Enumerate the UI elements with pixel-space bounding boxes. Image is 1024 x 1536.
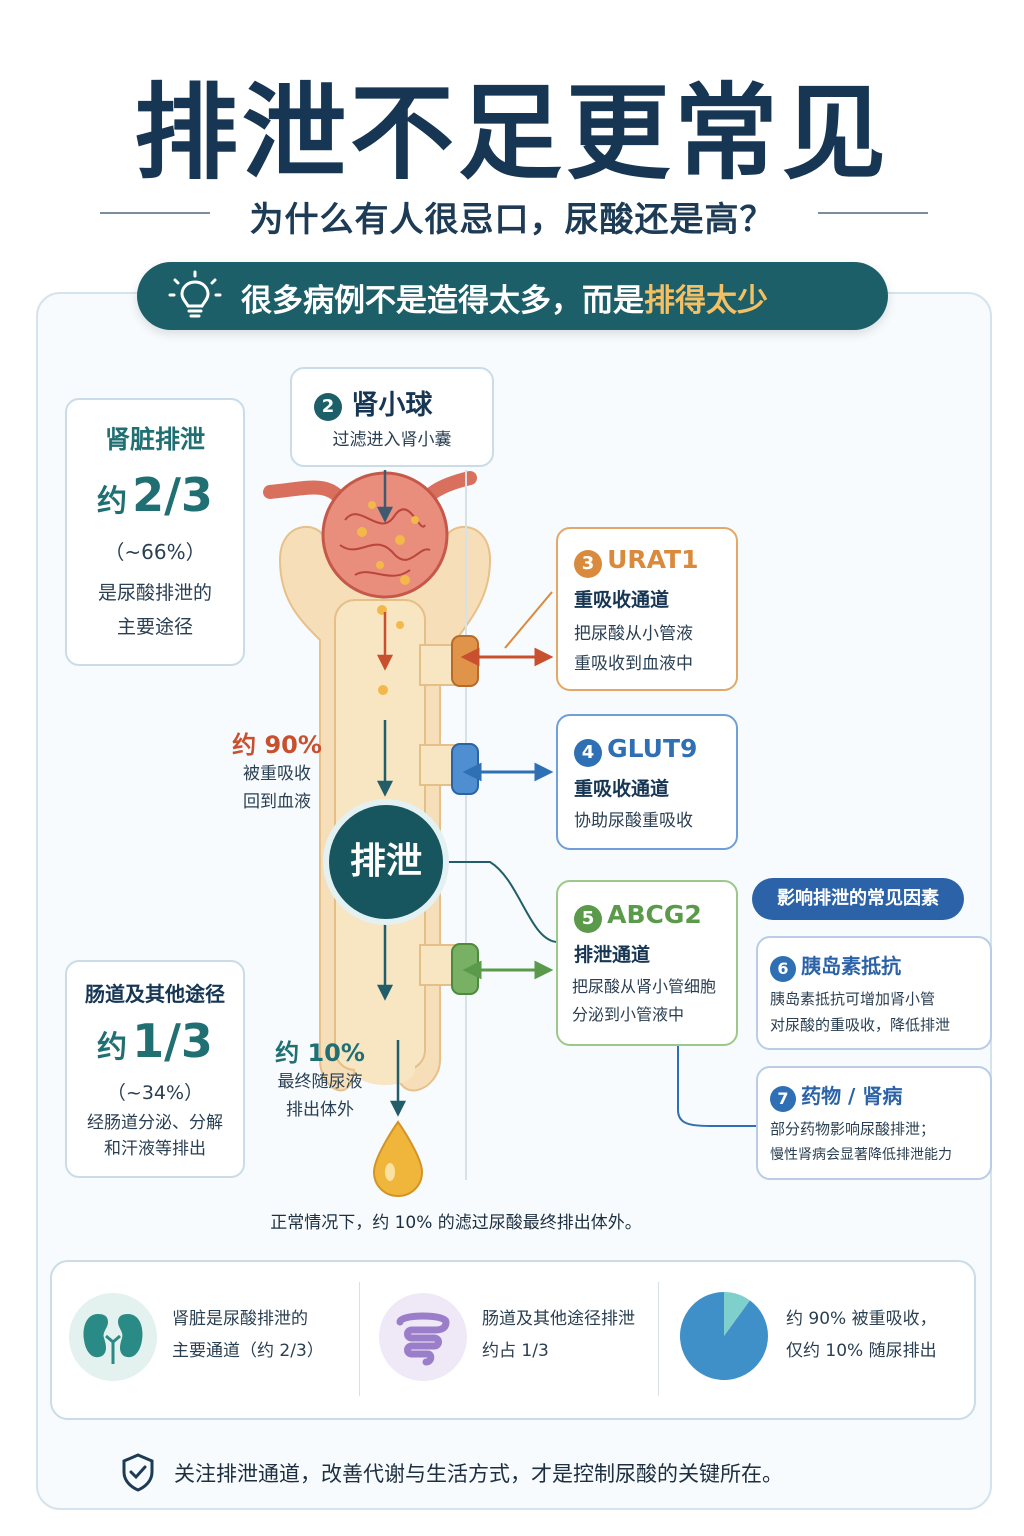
urine-drop-icon — [372, 1120, 424, 1198]
glut9-title: GLUT9 — [607, 734, 698, 763]
final-excretion-note: 约 10% 最终随尿液 排出体外 — [255, 1033, 385, 1124]
insulin-line1: 胰岛素抵抗可增加肾小管 — [770, 990, 936, 1008]
kidney-excretion-title: 肾脏排泄 — [104, 425, 205, 454]
gut-excretion-percent: （~34%） — [106, 1082, 204, 1104]
reabsorb-line1: 被重吸收 — [243, 764, 311, 784]
reabsorb-note: 约 90% 被重吸收 回到血液 — [212, 725, 342, 816]
approx-label: 约 — [97, 1030, 128, 1065]
insulin-line2: 对尿酸的重吸收，降低排泄 — [770, 1016, 951, 1034]
gut-excretion-value: 1/3 — [132, 1014, 213, 1068]
urat1-card: 3 URAT1 重吸收通道 把尿酸从小管液 重吸收到血液中 — [556, 527, 738, 691]
excretion-hub: 排泄 — [329, 805, 443, 919]
step-badge: 6 — [770, 955, 796, 982]
step-badge: 3 — [574, 549, 602, 578]
summary-3-line2: 仅约 10% 随尿排出 — [786, 1341, 937, 1361]
drugs-kidney-card: 7 药物 / 肾病 部分药物影响尿酸排泄； 慢性肾病会显著降低排泄能力 — [756, 1066, 992, 1180]
summary-1-line1: 肾脏是尿酸排泄的 — [172, 1309, 308, 1329]
gut-excretion-title: 肠道及其他途径 — [85, 982, 225, 1006]
summary-1-line2: 主要通道（约 2/3） — [172, 1341, 324, 1361]
kidney-excretion-line1: 是尿酸排泄的 — [97, 582, 212, 604]
gut-excretion-line1: 经肠道分泌、分解 — [87, 1113, 223, 1133]
approx-label: 约 — [97, 484, 128, 519]
abcg2-title: ABCG2 — [607, 900, 702, 929]
page-title: 排泄不足更常见 — [133, 72, 890, 194]
urat1-title: URAT1 — [607, 545, 699, 574]
abcg2-line2: 分泌到小管液中 — [572, 1005, 685, 1024]
urat1-line2: 重吸收到血液中 — [574, 654, 693, 674]
step-badge: 2 — [314, 392, 342, 421]
drugs-title: 药物 / 肾病 — [801, 1084, 903, 1108]
reabsorb-line2: 回到血液 — [243, 792, 311, 812]
summary-3-line1: 约 90% 被重吸收， — [786, 1309, 937, 1329]
urat1-subtitle: 重吸收通道 — [574, 589, 670, 611]
key-message-banner: 很多病例不是造得太多，而是排得太少 — [137, 262, 888, 330]
abcg2-subtitle: 排泄通道 — [574, 944, 651, 966]
glomerulus-desc: 过滤进入肾小囊 — [332, 430, 452, 450]
gut-excretion-card: 肠道及其他途径 约 1/3 （~34%） 经肠道分泌、分解 和汗液等排出 — [65, 960, 245, 1178]
insulin-title: 胰岛素抵抗 — [801, 954, 902, 978]
glut9-subtitle: 重吸收通道 — [574, 778, 670, 800]
normal-note: 正常情况下，约 10% 的滤过尿酸最终排出体外。 — [270, 1213, 642, 1233]
subtitle-divider-left — [100, 212, 210, 214]
summary-divider — [658, 1282, 659, 1396]
step-badge: 5 — [574, 904, 602, 933]
glomerulus-card: 2 肾小球 过滤进入肾小囊 — [290, 367, 494, 467]
intestine-icon — [379, 1293, 467, 1381]
urat1-line1: 把尿酸从小管液 — [574, 624, 693, 644]
final-excretion-line2: 排出体外 — [286, 1100, 354, 1120]
banner-highlight: 排得太少 — [644, 283, 768, 319]
reabsorb-value: 约 90% — [232, 731, 322, 759]
step-badge: 7 — [770, 1085, 796, 1112]
insulin-resistance-card: 6 胰岛素抵抗 胰岛素抵抗可增加肾小管 对尿酸的重吸收，降低排泄 — [756, 936, 992, 1050]
kidney-excretion-value: 2/3 — [132, 468, 213, 522]
shield-check-icon — [122, 1453, 154, 1492]
drugs-line2: 慢性肾病会显著降低排泄能力 — [770, 1147, 952, 1163]
abcg2-line1: 把尿酸从肾小管细胞 — [572, 977, 717, 996]
lightbulb-icon — [168, 270, 222, 318]
final-excretion-value: 约 10% — [275, 1039, 365, 1067]
glomerulus-title: 肾小球 — [351, 390, 433, 421]
summary-2-line2: 约占 1/3 — [482, 1341, 549, 1361]
drugs-line1: 部分药物影响尿酸排泄； — [770, 1120, 936, 1138]
final-excretion-line1: 最终随尿液 — [277, 1072, 363, 1092]
summary-2-line1: 肠道及其他途径排泄 — [482, 1309, 635, 1329]
glut9-line1: 协助尿酸重吸收 — [574, 811, 693, 831]
pie-slice-excreted — [724, 1292, 750, 1336]
gut-excretion-line2: 和汗液等排出 — [104, 1139, 206, 1159]
kidney-excretion-card: 肾脏排泄 约 2/3 （~66%） 是尿酸排泄的 主要途径 — [65, 398, 245, 666]
factors-label: 影响排泄的常见因素 — [752, 878, 964, 920]
abcg2-card: 5 ABCG2 排泄通道 把尿酸从肾小管细胞 分泌到小管液中 — [556, 880, 738, 1046]
step-badge: 4 — [574, 738, 602, 767]
kidney-icon — [69, 1293, 157, 1381]
page-subtitle: 为什么有人很忌口，尿酸还是高？ — [249, 200, 775, 240]
summary-box — [50, 1260, 976, 1420]
kidney-excretion-line2: 主要途径 — [116, 616, 193, 638]
summary-divider — [359, 1282, 360, 1396]
glut9-card: 4 GLUT9 重吸收通道 协助尿酸重吸收 — [556, 714, 738, 850]
banner-text: 很多病例不是造得太多，而是 — [241, 283, 644, 319]
kidney-excretion-percent: （~66%） — [104, 540, 206, 564]
subtitle-divider-right — [818, 212, 928, 214]
reabsorption-pie-chart — [680, 1292, 768, 1380]
footer-note: 关注排泄通道，改善代谢与生活方式，才是控制尿酸的关键所在。 — [174, 1462, 783, 1486]
